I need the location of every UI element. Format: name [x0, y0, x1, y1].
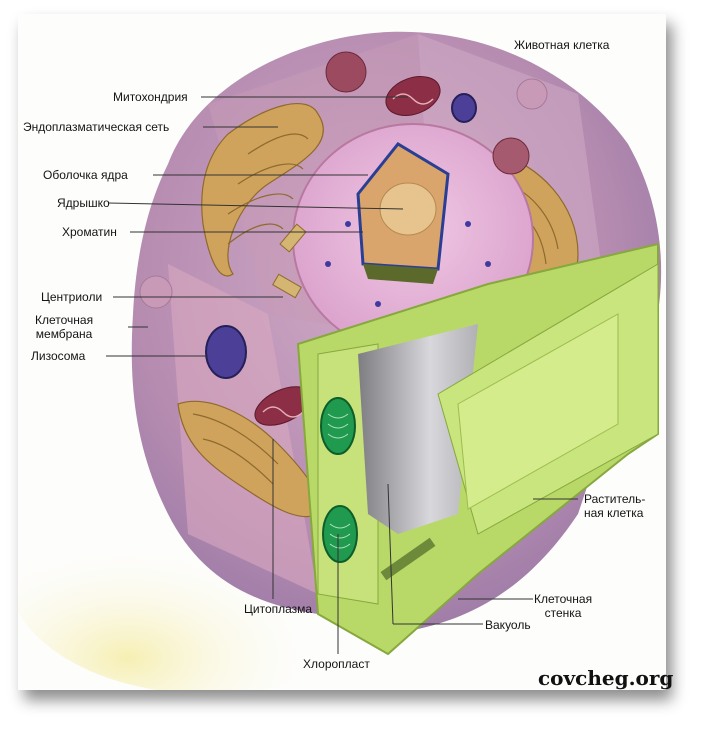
label-nucleolus: Ядрышко — [57, 196, 110, 210]
membrane-vesicle — [516, 78, 548, 110]
membrane-vesicle — [139, 275, 173, 309]
label-endoplasmic-reticulum: Эндоплазматическая сеть — [23, 120, 170, 134]
mitochondria — [254, 51, 530, 426]
label-lysosome: Лизосома — [31, 349, 86, 363]
chloroplast-shape — [320, 397, 356, 455]
cell-wall-inner — [457, 313, 619, 510]
centrioles — [272, 223, 307, 299]
label-vacuole: Вакуоль — [485, 618, 531, 632]
diagram-frame: Животная клетка Митохондрия Эндоплазмати… — [18, 14, 673, 690]
label-animal-cell: Животная клетка — [514, 38, 610, 52]
label-cell-wall: Клеточная стенка — [534, 592, 593, 620]
site-watermark: covcheg.org — [538, 666, 674, 690]
label-chromatin: Хроматин — [62, 225, 117, 239]
chromatin-shape — [363, 264, 438, 284]
plant-cell — [296, 242, 659, 656]
leader-lines — [106, 96, 578, 654]
label-chloroplast: Хлоропласт — [303, 657, 370, 671]
vacuole-shape — [358, 324, 478, 534]
label-cell-membrane: Клеточная мембрана — [35, 313, 94, 341]
label-cytoplasm: Цитоплазма — [244, 602, 313, 616]
chloroplast-shape — [322, 505, 358, 563]
label-plant-cell: Раститель- ная клетка — [584, 492, 646, 520]
label-mitochondria: Митохондрия — [113, 90, 188, 104]
cell-illustration — [18, 31, 662, 690]
label-nuclear-envelope: Оболочка ядра — [43, 168, 128, 182]
label-centrioles: Центриоли — [41, 290, 103, 304]
lysosomes — [205, 93, 477, 379]
